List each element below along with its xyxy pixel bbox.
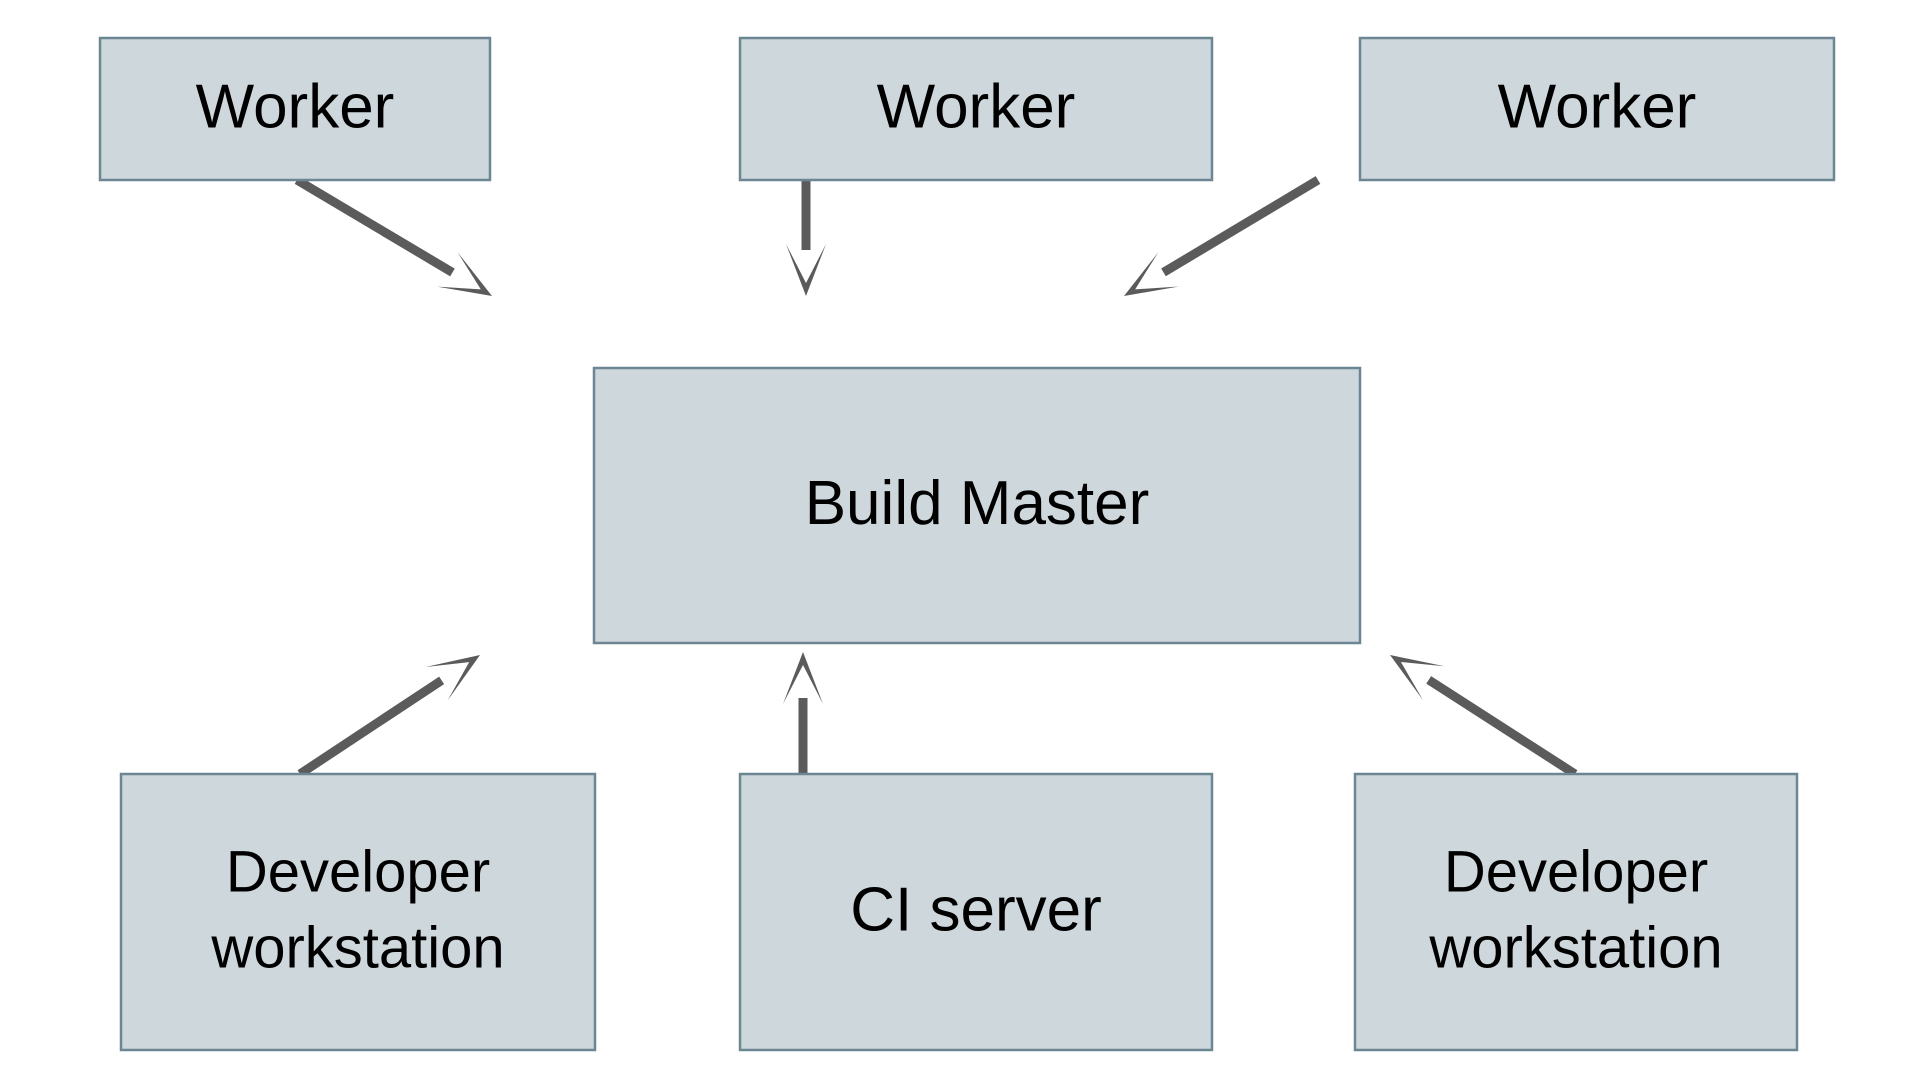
node-box-worker-1[interactable]	[98, 36, 492, 182]
node-ci-server[interactable]: CI server	[738, 772, 1214, 1052]
node-box-dev-workstation-2[interactable]	[1353, 772, 1799, 1052]
edges-layer	[294, 176, 1578, 778]
node-box-build-master[interactable]	[592, 366, 1362, 645]
edge-line	[1426, 676, 1578, 778]
edge-worker-3-to-build-master	[1124, 176, 1321, 296]
edge-dev-workstation-1-to-build-master	[297, 655, 480, 778]
node-label-line2-dev-workstation-1: workstation	[210, 915, 504, 980]
node-label-ci-server: CI server	[850, 875, 1101, 944]
node-label-dev-workstation-2: Developer	[1444, 839, 1708, 904]
edge-line	[297, 676, 445, 778]
edge-line	[294, 176, 455, 277]
edge-worker-2-to-build-master	[786, 180, 826, 296]
node-box-worker-2[interactable]	[738, 36, 1214, 182]
node-label-worker-1: Worker	[196, 72, 395, 141]
node-worker-2[interactable]: Worker	[738, 36, 1214, 182]
node-label-line2-dev-workstation-2: workstation	[1428, 915, 1722, 980]
edge-dev-workstation-2-to-build-master	[1390, 655, 1578, 778]
node-label-dev-workstation-1: Developer	[226, 839, 490, 904]
edge-arrowhead	[425, 655, 480, 701]
node-build-master[interactable]: Build Master	[592, 366, 1362, 645]
node-worker-1[interactable]: Worker	[98, 36, 492, 182]
node-label-worker-3: Worker	[1498, 72, 1697, 141]
node-dev-workstation-2[interactable]: Developer workstation	[1353, 772, 1799, 1052]
edge-arrowhead	[786, 244, 826, 296]
edge-worker-1-to-build-master	[294, 176, 492, 296]
edge-arrowhead	[783, 652, 823, 704]
edge-ci-server-to-build-master	[783, 652, 823, 774]
edge-line	[1161, 176, 1321, 277]
node-worker-3[interactable]: Worker	[1358, 36, 1836, 182]
edge-arrowhead	[437, 252, 492, 296]
node-label-worker-2: Worker	[877, 72, 1076, 141]
node-label-build-master: Build Master	[805, 469, 1150, 538]
node-dev-workstation-1[interactable]: Developer workstation	[119, 772, 597, 1052]
node-box-ci-server[interactable]	[738, 772, 1214, 1052]
edge-arrowhead	[1124, 252, 1179, 296]
node-box-dev-workstation-1[interactable]	[119, 772, 597, 1052]
node-box-worker-3[interactable]	[1358, 36, 1836, 182]
edge-arrowhead	[1390, 655, 1445, 700]
